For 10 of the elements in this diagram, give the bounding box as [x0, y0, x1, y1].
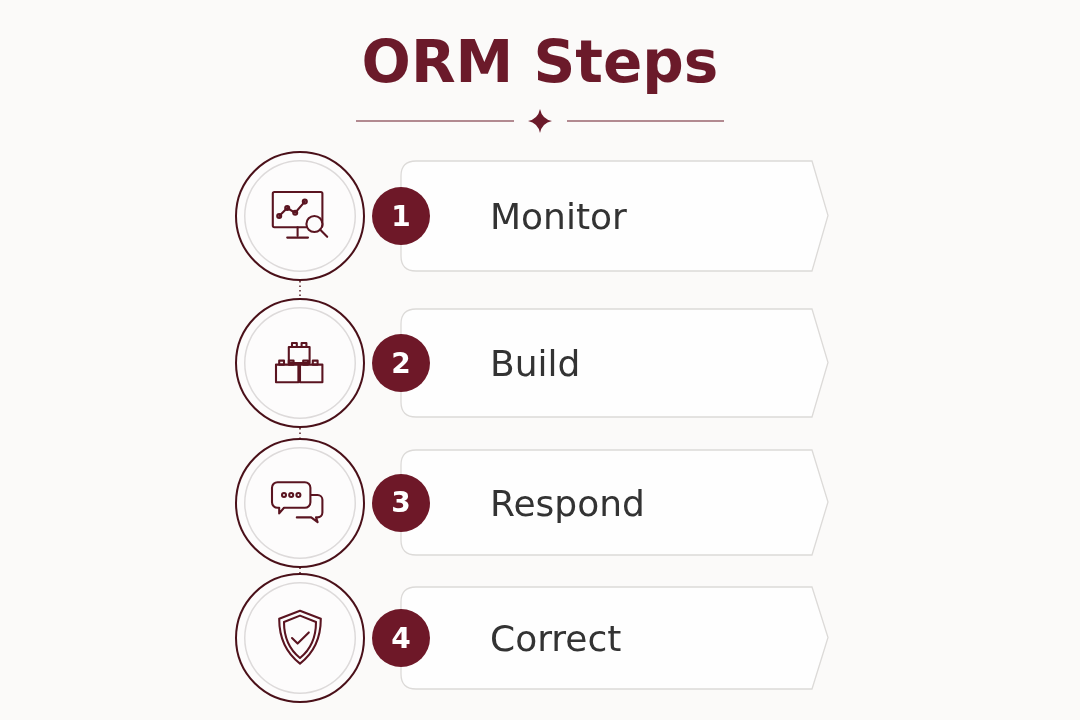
- step-number-badge: 2: [372, 334, 430, 392]
- step-number-badge: 4: [372, 609, 430, 667]
- step-number-badge: 3: [372, 473, 430, 532]
- step-label: Correct: [490, 617, 622, 659]
- step-number-badge: 1: [372, 187, 430, 245]
- title: ORM Steps: [360, 27, 720, 98]
- step-label: Build: [490, 342, 581, 384]
- dotted-connector: [299, 280, 301, 299]
- step-label: Respond: [490, 482, 645, 523]
- step-label: Monitor: [490, 195, 627, 237]
